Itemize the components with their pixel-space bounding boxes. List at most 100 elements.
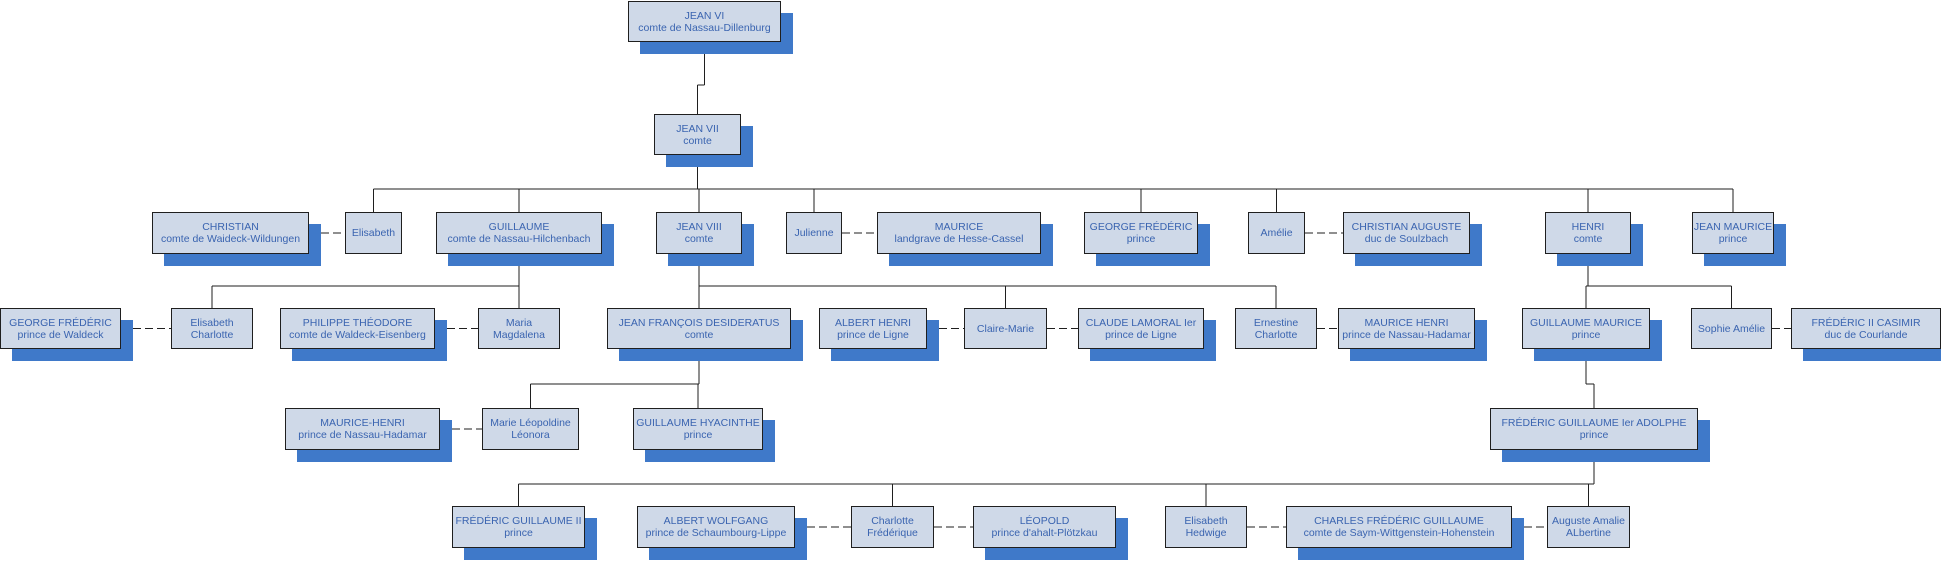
person-title: Hedwige (1185, 527, 1227, 539)
person-name: Amélie (1260, 227, 1293, 239)
person-title: comte de Saym-Wittgenstein-Hohenstein (1303, 527, 1495, 539)
person-name: CHRISTIAN AUGUSTE (1351, 221, 1462, 233)
person-name: Elisabeth (190, 316, 234, 329)
person-box: Sophie Amélie (1691, 308, 1772, 349)
person-title: prince (1718, 233, 1748, 245)
person-title: comte de Waideck-Wildungen (160, 233, 301, 245)
person-title: duc de Soulzbach (1364, 233, 1449, 245)
person-title: prince (683, 429, 713, 441)
person-name: JEAN FRANÇOIS DESIDERATUS (618, 316, 780, 329)
person-title: Charlotte (1254, 328, 1298, 341)
person-name: ALBERT WOLFGANG (663, 515, 769, 527)
person-name: ALBERT HENRI (834, 316, 912, 329)
person-title: prince (504, 527, 533, 539)
person-title: comte (1573, 233, 1603, 245)
person-title: comte (683, 134, 712, 147)
person-name: GUILLAUME (488, 221, 550, 233)
person-name: Elisabeth (1184, 515, 1228, 527)
person-name: GEORGE FRÉDÉRIC (9, 316, 112, 329)
person-name: Auguste Amalie (1552, 515, 1625, 527)
person-title: comte de Waldeck-Eisenberg (289, 328, 426, 341)
person-name: CLAUDE LAMORAL Ier (1085, 316, 1197, 329)
person-title: Frédérique (867, 527, 918, 539)
person-title: comte de Nassau-Dillenburg (638, 21, 771, 34)
person-title: ALbertine (1566, 527, 1611, 539)
person-name: MAURICE-HENRI (320, 417, 405, 429)
person-title: duc de Courlande (1824, 328, 1908, 341)
person-name: JEAN MAURICE (1693, 221, 1773, 233)
person-node-sophieamelie: Sophie Amélie (1691, 308, 1772, 349)
person-name: Marie Léopoldine (490, 417, 571, 429)
person-name: FRÉDÉRIC GUILLAUME II (455, 515, 582, 527)
person-name: JEAN VII (676, 122, 719, 135)
person-name: LÉOPOLD (1019, 515, 1070, 527)
person-node-elisabeth1: Elisabeth (345, 212, 402, 254)
person-box: Julienne (786, 212, 842, 254)
person-name: CHRISTIAN (202, 221, 259, 233)
person-name: GUILLAUME HYACINTHE (636, 417, 760, 429)
person-title: Charlotte (190, 328, 234, 341)
person-box: Amélie (1248, 212, 1305, 254)
person-name: CHARLES FRÉDÉRIC GUILLAUME (1314, 515, 1484, 527)
person-name: FRÉDÉRIC GUILLAUME Ier ADOLPHE (1501, 417, 1687, 429)
person-box: Elisabeth (345, 212, 402, 254)
person-box: Claire-Marie (964, 308, 1047, 349)
person-title: prince d'ahalt-Plötzkau (991, 527, 1098, 539)
person-node-amelie: Amélie (1248, 212, 1305, 254)
person-name: JEAN VIII (676, 221, 722, 233)
person-name: Charlotte (871, 515, 914, 527)
person-title: landgrave de Hesse-Cassel (894, 233, 1024, 245)
person-node-julienne: Julienne (786, 212, 842, 254)
person-title: prince de Ligne (1105, 328, 1177, 341)
person-name: PHILIPPE THÉODORE (302, 316, 413, 329)
